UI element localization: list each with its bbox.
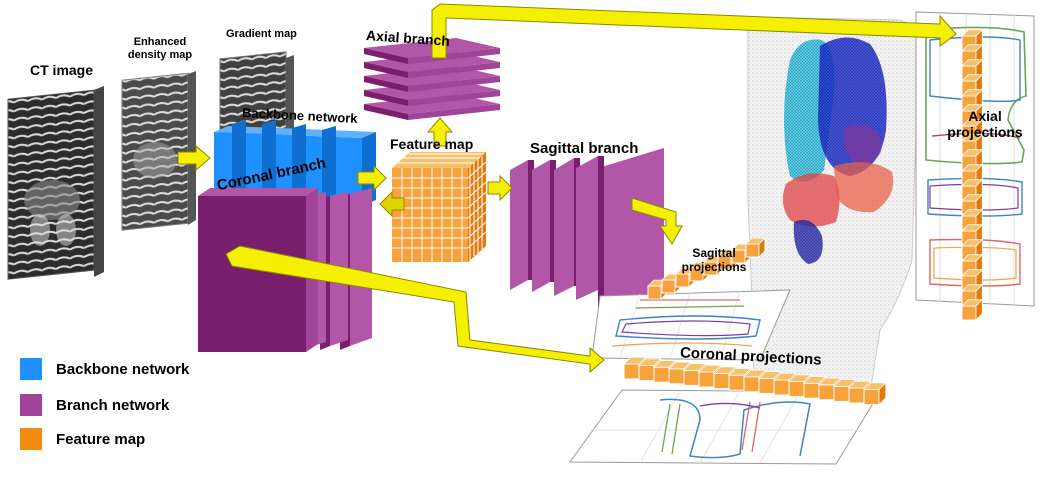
arrow-feature-to-sagittal [487,174,513,202]
legend-swatch-branch [20,394,42,416]
sagittal-feature-row [647,237,766,300]
ct-image [7,86,104,280]
axial-voxel [961,298,984,321]
arrow-sagittal-to-sagittal-projections [631,197,683,245]
coronal-voxel [863,381,887,406]
legend-item-feature: Feature map [20,428,145,450]
arrow-feature-to-coronal [379,190,405,218]
enhanced-density-map [121,71,196,231]
legend-label-backbone: Backbone network [56,360,190,378]
arrow-backbone-to-feature [357,164,387,192]
axial-branch [364,38,500,120]
body-point-cloud [747,17,919,433]
axial-voxel [961,208,984,231]
legend-item-backbone: Backbone network [20,358,189,380]
legend-item-branch: Branch network [20,394,169,416]
coronal-branch [198,188,372,352]
legend-swatch-feature [20,428,42,450]
legend-swatch-backbone [20,358,42,380]
axial-projections-label: Axial projections [947,108,1023,140]
feature-map-label: Feature map [390,136,474,152]
backbone-network [214,120,376,206]
sagittal-branch-label: Sagittal branch [530,140,639,157]
ct-image-label: CT image [30,62,94,78]
coronal-feature-row [623,356,887,406]
arrow-axial-to-axial-projections [431,3,957,59]
sagittal-branch [510,148,664,312]
sagittal-projections-label: Sagittal projections [681,246,747,274]
coronal-projection-panel [569,389,881,465]
enhanced-density-map-label: Enhanced density map [127,36,193,61]
sagittal-projection-panel [591,289,791,361]
legend-label-feature: Feature map [56,430,146,448]
axial-feature-column [961,28,984,321]
sagittal-voxel [745,237,766,258]
arrow-feature-to-axial [426,117,454,147]
arrow-density-to-backbone [177,144,211,172]
arrow-coronal-to-coronal-projections [225,245,605,374]
feature-map-cube [392,152,487,262]
gradient-map-label: Gradient map [226,28,297,40]
legend-label-branch: Branch network [56,396,170,414]
